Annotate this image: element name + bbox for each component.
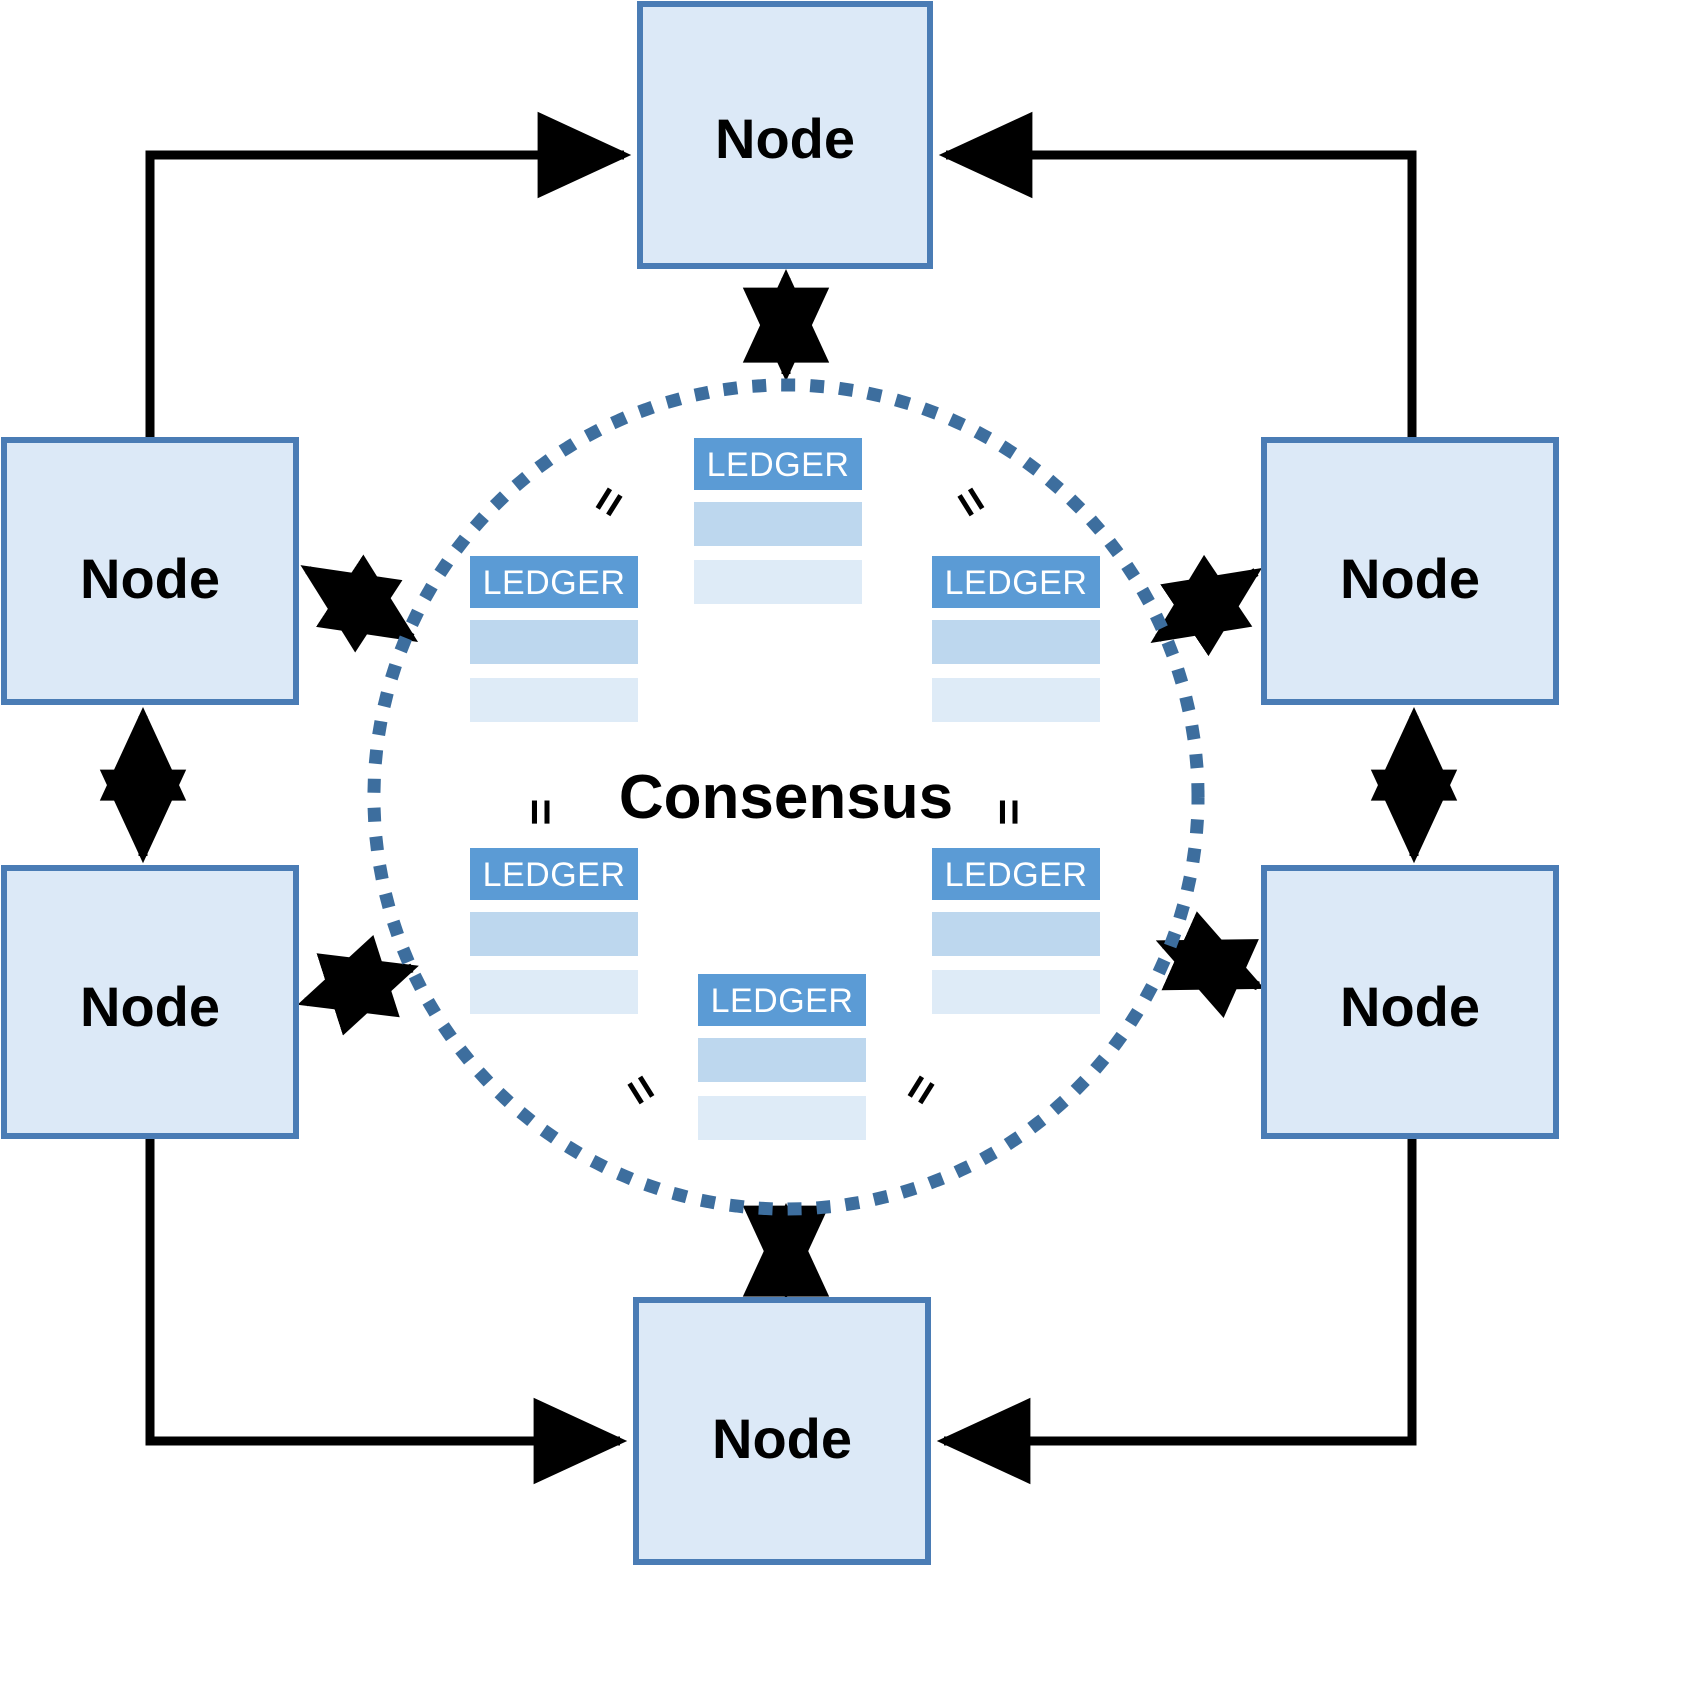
conn-left-upper-to-consensus <box>300 554 419 653</box>
ledger-bottom-label: LEDGER <box>711 982 854 1020</box>
ledger-top-label: LEDGER <box>707 446 850 484</box>
conn-left-lower-to-bottom <box>145 1136 628 1485</box>
ledger-right-lower-band-3 <box>932 970 1100 1014</box>
conn-right-lower-to-consensus <box>1155 911 1265 1018</box>
ledger-right-lower-label: LEDGER <box>945 856 1088 894</box>
node-left-lower[interactable]: Node <box>1 865 299 1139</box>
ledger-left-upper-label: LEDGER <box>483 564 626 602</box>
node-top[interactable]: Node <box>637 1 933 269</box>
ledger-right-lower-header-band <box>932 848 1100 900</box>
ledger-right-upper-header-band <box>932 556 1100 608</box>
ledger-right-upper-band-2 <box>932 620 1100 664</box>
ledger-right-upper[interactable]: LEDGER <box>932 556 1100 722</box>
ledger-top-header-band <box>694 438 862 490</box>
conn-left-lower-to-consensus <box>297 935 419 1036</box>
node-right-lower[interactable]: Node <box>1261 865 1559 1139</box>
outer-ring-connectors <box>145 111 1417 1485</box>
ledger-left-lower[interactable]: LEDGER <box>470 848 638 1014</box>
equals-top-right-icon: = <box>942 476 1000 526</box>
ledger-left-upper-header-band <box>470 556 638 608</box>
consensus-label: Consensus <box>619 763 953 832</box>
side-connectors <box>99 707 1458 864</box>
ledger-right-lower-band-2 <box>932 912 1100 956</box>
node-left-upper-label: Node <box>80 547 220 610</box>
ledger-left-lower-label: LEDGER <box>483 856 626 894</box>
equals-mid-right-icon: = <box>982 799 1034 826</box>
node-right-lower-label: Node <box>1340 975 1480 1038</box>
ledger-top[interactable]: LEDGER <box>694 438 862 604</box>
ledger-left-upper-band-2 <box>470 620 638 664</box>
conn-right-upper-to-consensus <box>1150 554 1262 657</box>
ledger-right-lower[interactable]: LEDGER <box>932 848 1100 1014</box>
node-left-lower-box[interactable] <box>1 865 299 1139</box>
ledger-left-lower-band-3 <box>470 970 638 1014</box>
ledger-right-upper-label: LEDGER <box>945 564 1088 602</box>
ledger-right-upper-band-3 <box>932 678 1100 722</box>
node-left-lower-label: Node <box>80 975 220 1038</box>
conn-top-from-right-upper <box>938 111 1417 440</box>
equals-bottom-right-icon: = <box>891 1064 949 1114</box>
node-boxes: Node Node Node Node Node Node <box>1 1 1559 1565</box>
equals-mid-left-icon: = <box>514 799 566 826</box>
ledger-left-upper[interactable]: LEDGER <box>470 556 638 722</box>
node-right-upper-label: Node <box>1340 547 1480 610</box>
ledger-bottom[interactable]: LEDGER <box>698 974 866 1140</box>
consensus-spoke-connectors <box>297 269 1265 1300</box>
conn-left-upper-from-top <box>145 111 632 440</box>
ledger-top-band-2 <box>694 502 862 546</box>
consensus-circle <box>367 378 1205 1216</box>
equals-top-left-icon: = <box>579 476 637 526</box>
node-right-upper-box[interactable] <box>1261 437 1559 705</box>
node-left-upper[interactable]: Node <box>1 437 299 705</box>
node-right-lower-box[interactable] <box>1261 865 1559 1139</box>
ledger-bottom-band-2 <box>698 1038 866 1082</box>
node-bottom[interactable]: Node <box>633 1297 931 1565</box>
node-left-upper-box[interactable] <box>1 437 299 705</box>
ledger-bottom-band-3 <box>698 1096 866 1140</box>
node-top-box[interactable] <box>637 1 933 269</box>
ledger-bottom-header-band <box>698 974 866 1026</box>
equals-bottom-left-icon: = <box>612 1064 670 1114</box>
ledger-top-band-3 <box>694 560 862 604</box>
node-right-upper[interactable]: Node <box>1261 437 1559 705</box>
ledger-left-lower-band-2 <box>470 912 638 956</box>
ledger-stacks: LEDGER LEDGER LEDGER LEDGER <box>470 438 1100 1140</box>
ledger-left-lower-header-band <box>470 848 638 900</box>
node-bottom-label: Node <box>712 1407 852 1470</box>
node-bottom-box[interactable] <box>633 1297 931 1565</box>
node-top-label: Node <box>715 107 855 170</box>
ledger-left-upper-band-3 <box>470 678 638 722</box>
conn-right-lower-to-bottom <box>936 1136 1417 1485</box>
